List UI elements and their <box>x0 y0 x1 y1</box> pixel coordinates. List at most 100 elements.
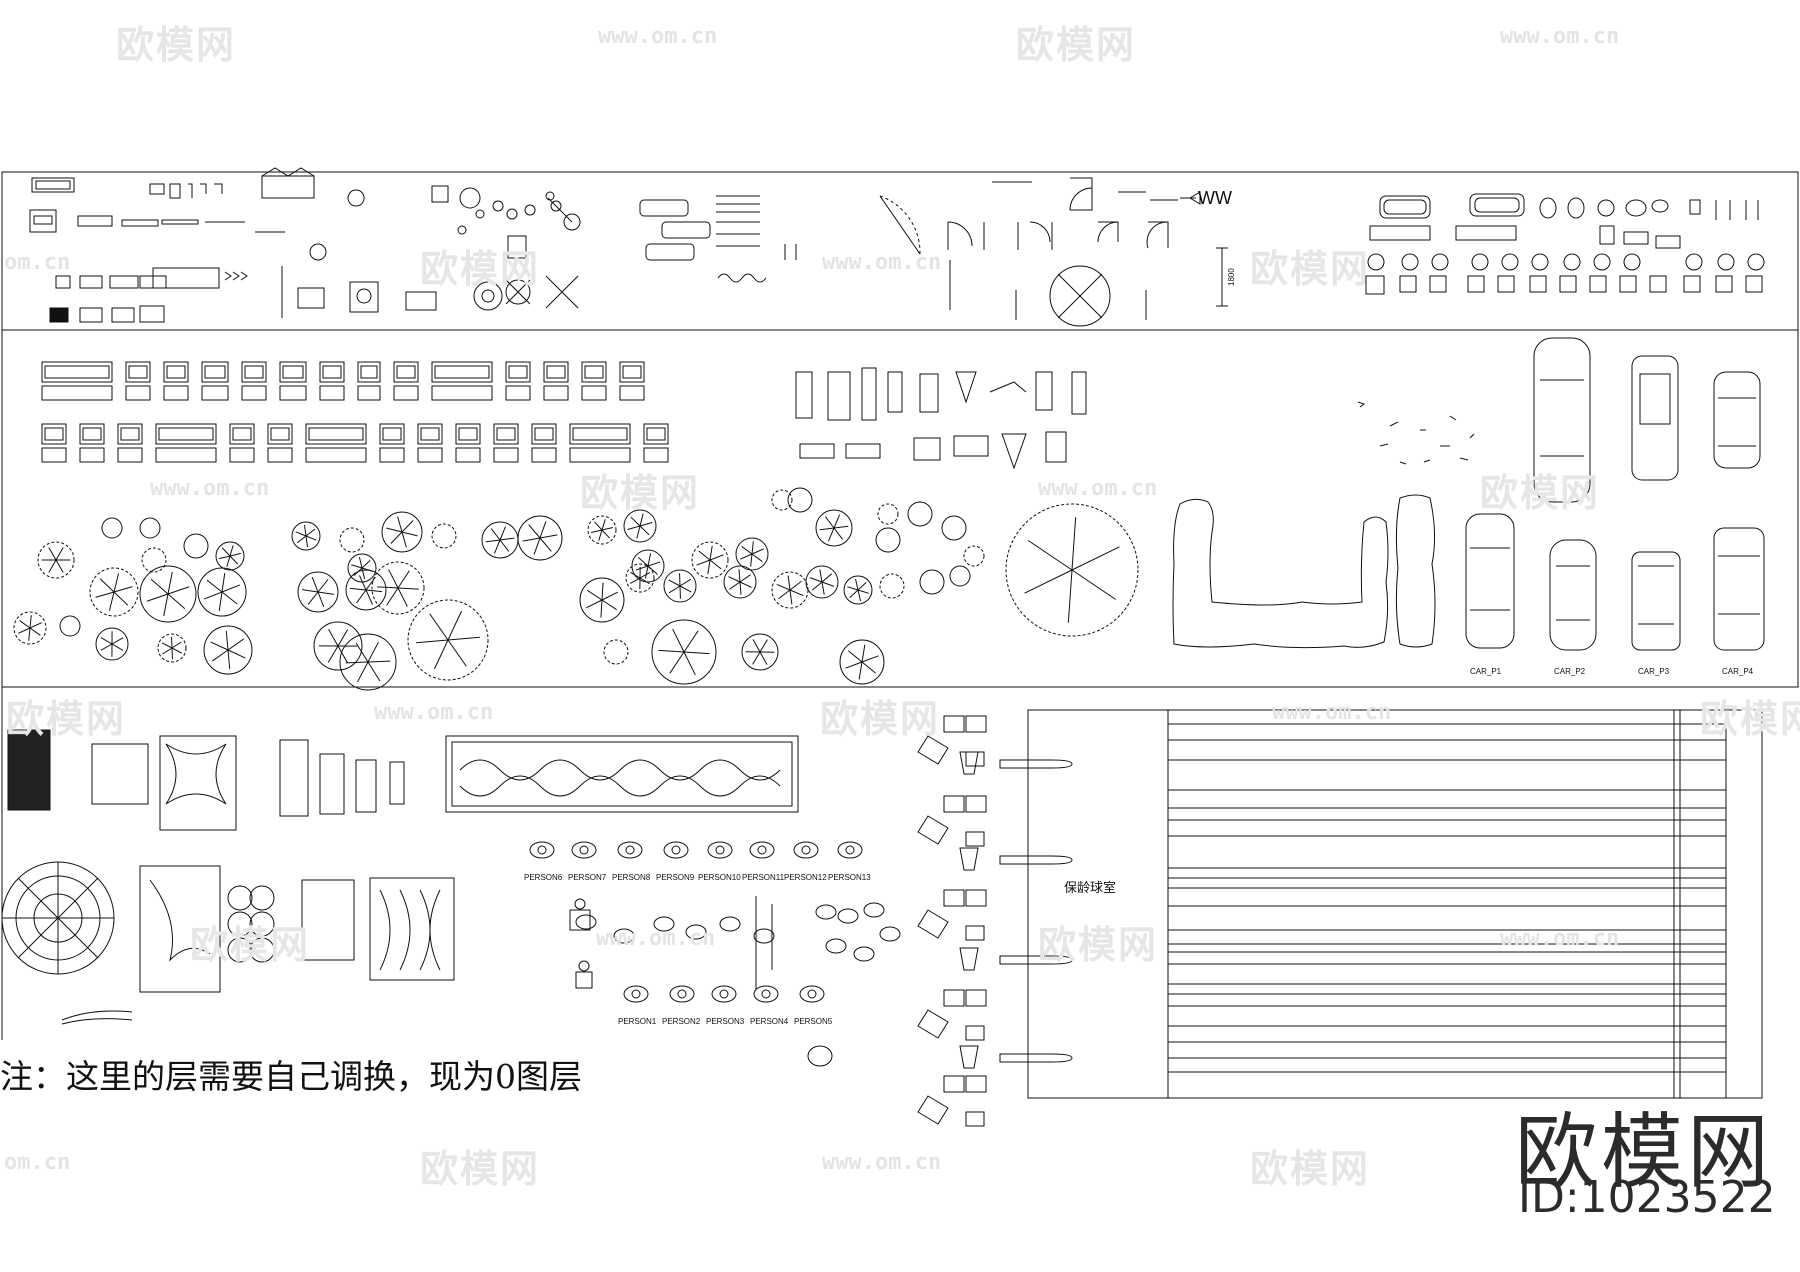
armchair-icon <box>79 423 105 463</box>
cypress-tree-icon <box>755 896 773 990</box>
person-icon <box>837 841 863 859</box>
tree-icon <box>587 515 617 545</box>
armchair-icon <box>393 361 419 401</box>
watermark-brand: 欧模网 <box>1038 923 1159 967</box>
armchair-icon <box>319 361 345 401</box>
armchair-icon <box>505 361 531 401</box>
bowling-seat-group <box>917 795 987 847</box>
tree-icon <box>805 565 839 599</box>
person-icon <box>863 902 885 918</box>
watermark-brand: 欧模网 <box>420 1147 541 1191</box>
tree-icon <box>345 569 387 611</box>
person-label: PERSON8 <box>612 873 651 882</box>
people-figures-group <box>529 841 901 1067</box>
pictograms-group <box>639 195 797 283</box>
layer-note: 注：这里的层需要自己调换，现为0图层 <box>0 1057 582 1096</box>
tree-icon <box>95 627 129 661</box>
brand-id: ID:1023522 <box>1518 1172 1776 1223</box>
tree-icon <box>771 571 809 609</box>
tree-icon <box>877 503 899 525</box>
armchair-icon <box>125 361 151 401</box>
armchair-icon <box>163 361 189 401</box>
tree-icon <box>481 521 519 559</box>
tree-icon <box>949 565 971 587</box>
person-label: PERSON1 <box>618 1017 657 1026</box>
tree-icon <box>663 569 697 603</box>
tree-icon <box>339 633 397 691</box>
tree-icon <box>141 547 167 573</box>
car-top-2 <box>1631 355 1679 481</box>
tree-icon <box>787 487 813 513</box>
tree-icon <box>723 565 757 599</box>
tree-icon <box>963 545 985 567</box>
tree-icon <box>89 567 139 617</box>
person-icon <box>793 841 819 859</box>
tree-icon <box>735 537 769 571</box>
tree-icon <box>879 573 905 599</box>
cars-group <box>1465 337 1765 651</box>
person-icon <box>719 916 741 932</box>
tree-icon <box>1005 503 1139 637</box>
doors-windows-group <box>29 167 437 323</box>
tree-icon <box>431 523 457 549</box>
tree-icon <box>407 599 489 681</box>
ball-return-icon <box>959 751 1073 775</box>
tree-icon <box>381 511 423 553</box>
sofa-icon <box>305 423 367 463</box>
furniture-icons-small <box>431 185 581 311</box>
tree-icon <box>157 633 187 663</box>
armchair-icon <box>643 423 669 463</box>
car-label: CAR_P2 <box>1554 667 1586 676</box>
person-icon <box>807 1045 833 1067</box>
watermark-url: www.om.cn <box>374 700 494 725</box>
car-label: CAR_P3 <box>1638 667 1670 676</box>
tree-icon <box>197 567 247 617</box>
tree-icon <box>839 639 885 685</box>
armchair-icon <box>619 361 645 401</box>
tree-icon <box>651 619 717 685</box>
person-icon <box>529 841 555 859</box>
car-label: CAR_P4 <box>1722 667 1754 676</box>
car-label: CAR_P1 <box>1470 667 1502 676</box>
tree-icon <box>203 625 253 675</box>
watermark-url: www.om.cn <box>1500 24 1620 49</box>
height-dim-label: 1800 <box>1227 268 1236 286</box>
tree-icon <box>603 639 629 665</box>
person-icon <box>685 924 707 940</box>
tree-icon <box>291 521 321 551</box>
sanitary-fixtures-group <box>1365 193 1765 295</box>
tree-icon <box>59 615 81 637</box>
table-set-icon <box>569 898 591 931</box>
armchair-icon <box>41 423 67 463</box>
watermark-url: www.om.cn <box>150 476 270 501</box>
sofa-icon <box>155 423 217 463</box>
person-icon <box>571 841 597 859</box>
person-icon <box>879 926 901 942</box>
tree-icon <box>215 541 245 571</box>
person-icon <box>825 938 847 954</box>
person-icon <box>623 985 649 1003</box>
sofa-icon <box>569 423 631 463</box>
armchair-icon <box>493 423 519 463</box>
person-icon <box>669 985 695 1003</box>
watermark-url: om.cn <box>4 1150 71 1175</box>
tree-icon <box>313 621 363 671</box>
armchair-icon <box>241 361 267 401</box>
tree-icon <box>919 569 945 595</box>
tree-icon <box>623 509 657 543</box>
tree-icon <box>907 501 933 527</box>
trees-plants-group <box>13 487 1139 691</box>
person-icon <box>749 841 775 859</box>
armchair-icon <box>267 423 293 463</box>
tree-icon <box>517 515 563 561</box>
person-label: PERSON11 <box>742 873 785 882</box>
person-icon <box>837 908 859 924</box>
tree-icon <box>183 533 209 559</box>
tree-icon <box>139 565 197 623</box>
watermark-brand: 欧模网 <box>116 23 237 67</box>
bowling-seat-group <box>917 989 987 1041</box>
tree-icon <box>875 527 901 553</box>
person-icon <box>575 914 597 930</box>
tree-icon <box>631 549 665 583</box>
